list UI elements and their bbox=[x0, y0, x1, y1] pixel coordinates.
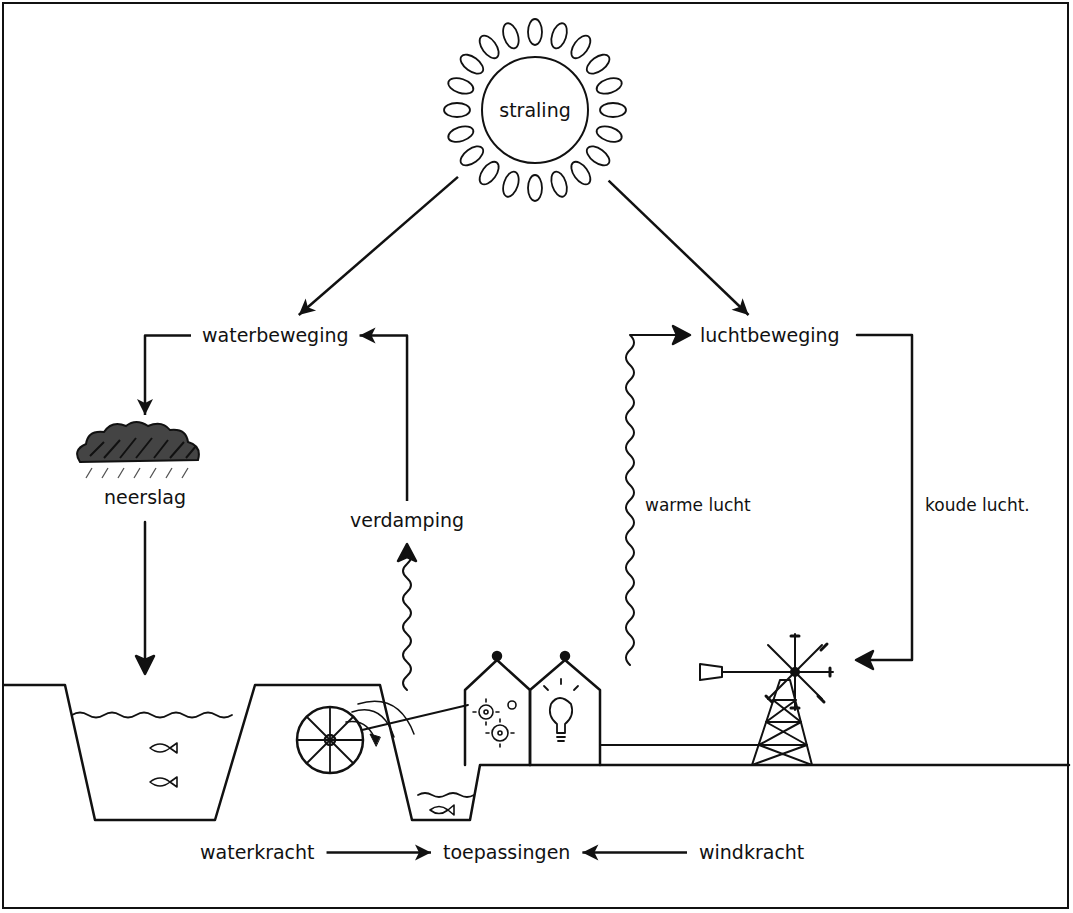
flow-arrow bbox=[609, 181, 749, 315]
text-node: luchtbeweging bbox=[694, 321, 846, 350]
flow-arrow bbox=[137, 335, 191, 415]
lightbulb bbox=[544, 679, 578, 741]
sun-ray bbox=[457, 143, 486, 170]
sun-ray bbox=[457, 51, 486, 78]
sun-ray bbox=[583, 51, 612, 78]
sun-ray bbox=[595, 75, 624, 96]
power-line bbox=[600, 744, 760, 746]
flow-arrow bbox=[582, 844, 687, 860]
arrow-head bbox=[137, 399, 153, 415]
sun-ray bbox=[500, 21, 521, 50]
fish bbox=[150, 743, 454, 815]
node-text: straling bbox=[499, 99, 570, 122]
connector-line bbox=[299, 177, 458, 315]
ground-line bbox=[4, 685, 1069, 820]
node-text: waterkracht bbox=[200, 841, 315, 864]
cold-air-line bbox=[857, 335, 912, 660]
sun-ray bbox=[583, 143, 612, 170]
transmission-line bbox=[362, 705, 468, 730]
sun-ray bbox=[444, 103, 470, 117]
sun-ray bbox=[568, 32, 595, 61]
cloud-node: neerslag bbox=[66, 420, 224, 512]
sun-ray bbox=[595, 123, 624, 144]
node-text: waterbeweging bbox=[202, 324, 349, 347]
sun-ray bbox=[446, 75, 475, 96]
connector-line bbox=[360, 335, 407, 501]
sun-circle: straling bbox=[481, 56, 589, 164]
sun-ray bbox=[528, 175, 542, 201]
arrow-head bbox=[299, 298, 316, 315]
arrow-head bbox=[415, 844, 431, 860]
sun-ray bbox=[548, 21, 569, 50]
connector-line bbox=[145, 335, 191, 415]
connector-line bbox=[609, 181, 749, 315]
sun-ray bbox=[500, 170, 521, 199]
sun-ray bbox=[528, 19, 542, 45]
text-node: verdamping bbox=[344, 506, 470, 535]
water-surface bbox=[418, 793, 474, 797]
node-text: verdamping bbox=[350, 509, 464, 532]
sun-ray bbox=[476, 32, 503, 61]
sun-ray bbox=[600, 103, 626, 117]
flow-arrow bbox=[327, 844, 431, 860]
arrow-head bbox=[732, 298, 749, 315]
water-surface bbox=[72, 713, 232, 718]
air-label: koude lucht. bbox=[922, 494, 1033, 516]
flow-arrow bbox=[360, 327, 407, 501]
node-text: neerslag bbox=[70, 486, 220, 509]
node-text: windkracht bbox=[699, 841, 804, 864]
text-node: waterkracht bbox=[194, 838, 321, 867]
sun-ray bbox=[568, 158, 595, 187]
water-spray bbox=[346, 701, 414, 742]
sun-ray bbox=[476, 158, 503, 187]
cloud-icon bbox=[70, 420, 220, 486]
node-text: toepassingen bbox=[443, 841, 570, 864]
water-wheel bbox=[297, 707, 363, 773]
text-node: toepassingen bbox=[437, 838, 576, 867]
sun-rays bbox=[444, 19, 626, 201]
text-node: waterbeweging bbox=[196, 321, 355, 350]
rain-arrow bbox=[144, 522, 147, 662]
text-node: windkracht bbox=[693, 838, 810, 867]
connector-line bbox=[582, 851, 687, 854]
flow-arrow bbox=[299, 177, 458, 315]
windmill bbox=[700, 634, 833, 765]
air-label: warme lucht bbox=[642, 494, 754, 516]
sun-ray bbox=[548, 170, 569, 199]
evaporation-wave bbox=[403, 550, 411, 690]
gears bbox=[473, 699, 516, 747]
sun-ray bbox=[446, 123, 475, 144]
node-text: luchtbeweging bbox=[700, 324, 840, 347]
arrow-head bbox=[360, 327, 376, 343]
arrow-head bbox=[582, 844, 598, 860]
house bbox=[465, 652, 600, 765]
connector-line bbox=[327, 851, 431, 854]
